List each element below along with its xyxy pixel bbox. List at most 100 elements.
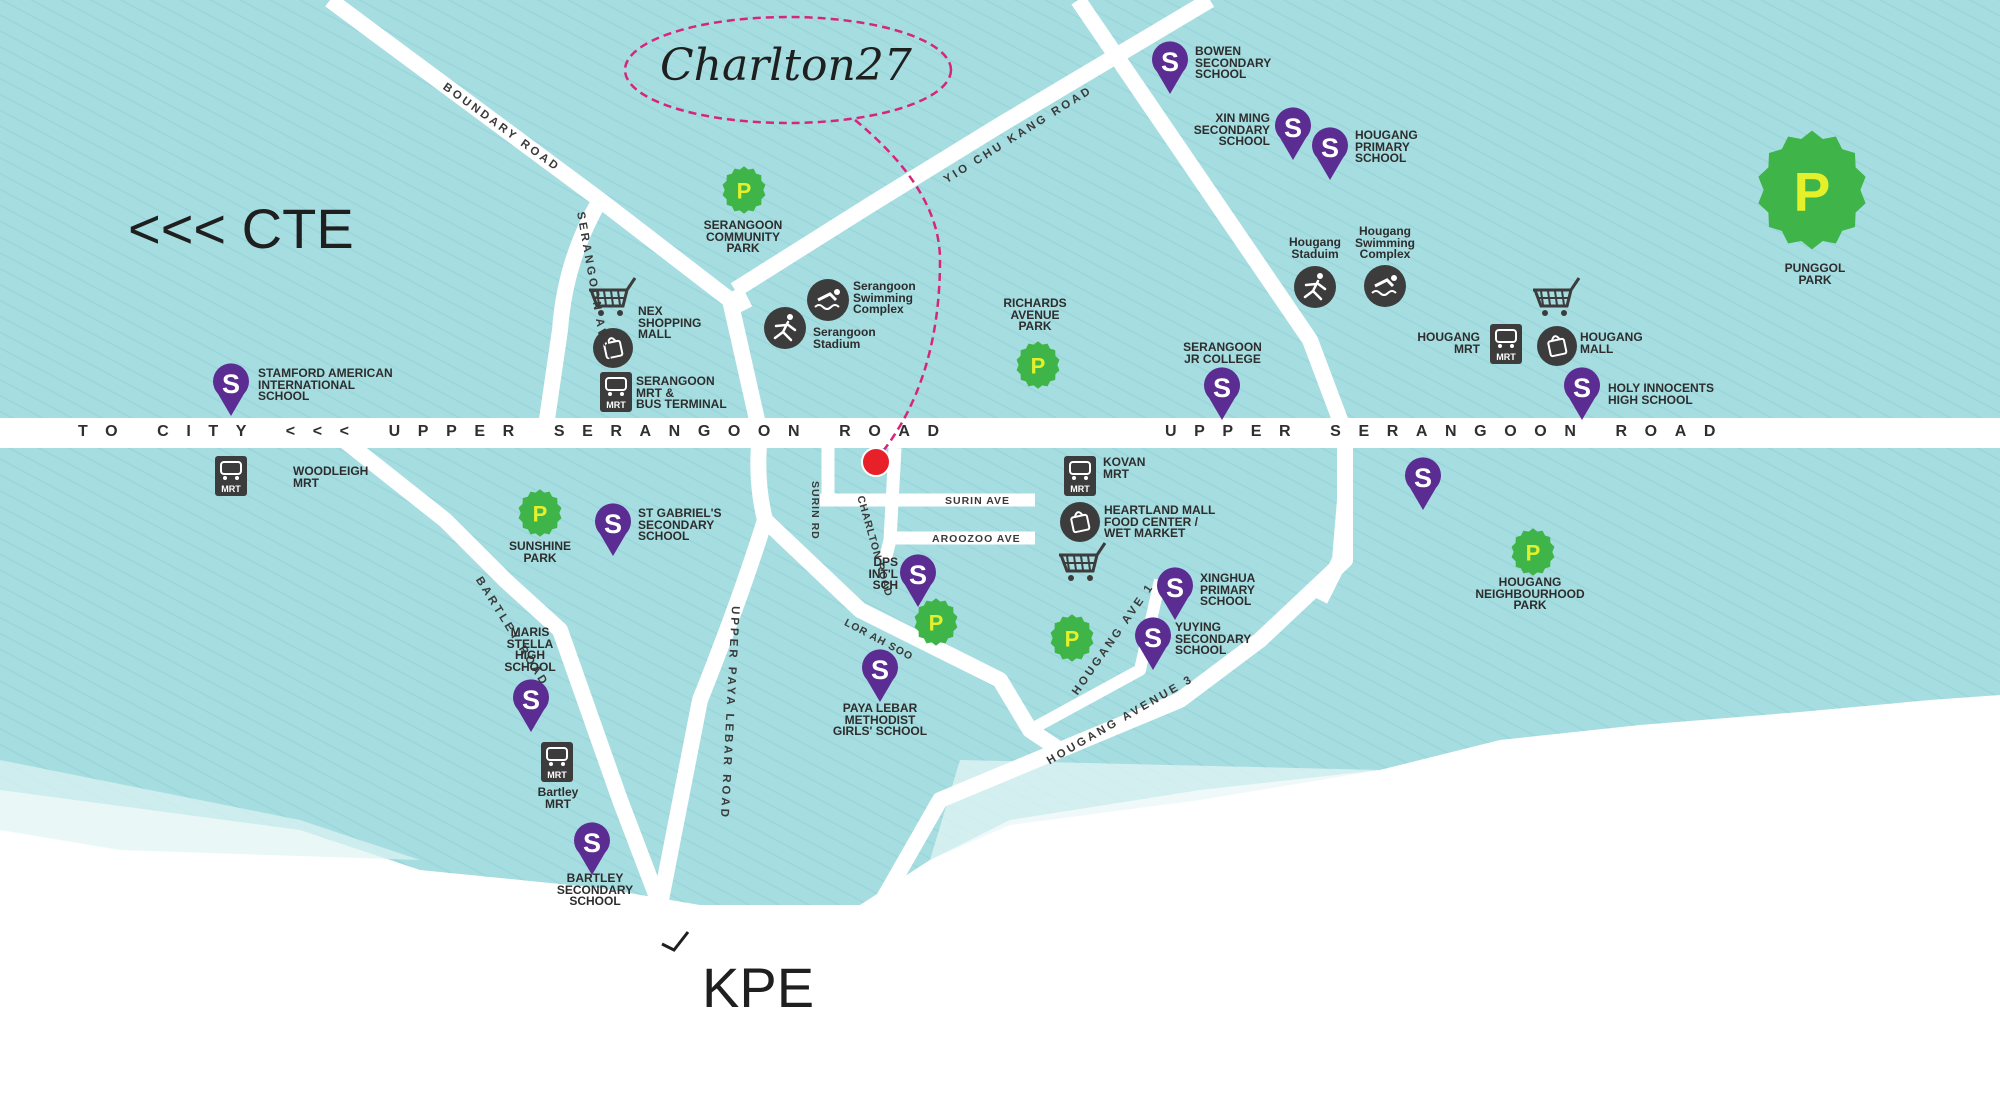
svg-text:S: S — [522, 685, 540, 715]
school-label-holy-innocents: HOLY INNOCENTS HIGH SCHOOL — [1608, 381, 1715, 407]
road-hougang-ave3 — [873, 500, 1353, 909]
school-pin-icon: S — [574, 822, 610, 875]
map-texture — [0, 0, 2000, 905]
school-pin-icon: S — [1204, 367, 1241, 420]
svg-text:S: S — [1213, 373, 1231, 403]
park-leaf-icon: P — [1758, 130, 1866, 250]
road-label-hougang-ave3: HOUGANG AVENUE 3 — [1045, 673, 1197, 768]
road-lor-ah-soo — [759, 514, 1065, 757]
shop-label-hougang-mall: HOUGANG MALL — [1580, 330, 1643, 356]
svg-text:P: P — [1794, 161, 1831, 223]
sport-label-hougang-swimming: Hougang Swimming Complex — [1354, 224, 1415, 261]
school-label-pl-methodist: PAYA LEBAR METHODIST GIRLS' SCHOOL — [832, 701, 928, 738]
road-serangoon-ave2 — [537, 195, 607, 435]
road-label-main-left: TO CITY <<< UPPER SERANGOON ROAD — [78, 423, 957, 440]
school-pin-icon: S — [512, 679, 549, 732]
road-charlton — [878, 447, 902, 562]
road-label-upper-paya-lebar: UPPER PAYA LEBAR ROAD — [717, 605, 741, 821]
park-leaf-icon: P — [1016, 341, 1060, 389]
road-label-main-right: UPPER SERANGOON ROAD — [1165, 423, 1734, 440]
mrt-label-kovan: KOVAN MRT — [1103, 455, 1146, 481]
park-leaf-icon: P — [914, 598, 958, 646]
svg-text:S: S — [222, 369, 240, 399]
park-label-serangoon-community: SERANGOON COMMUNITY PARK — [703, 218, 783, 255]
shopping-bag-icon — [1060, 502, 1100, 542]
svg-text:P: P — [1031, 353, 1046, 378]
swimming-icon — [807, 279, 849, 321]
school-pin-icon: S — [861, 649, 899, 702]
road-network — [0, 0, 2000, 905]
park-label-hougang-neighbourhood: HOUGANG NEIGHBOURHOOD PARK — [1475, 575, 1585, 612]
road-boundary — [325, 0, 768, 435]
road-upper-paya-lebar — [652, 432, 773, 907]
school-pin-icon: S — [213, 363, 249, 416]
sport-label-hougang-stadium: Hougang Staduim — [1289, 235, 1341, 261]
school-pin-icon: S — [899, 554, 937, 607]
shopping-bag-icon — [1537, 326, 1577, 366]
mrt-train-icon: MRT — [1064, 456, 1096, 496]
site-leader-line — [854, 119, 942, 456]
svg-text:S: S — [1161, 47, 1179, 77]
highway-cte-label: <<< CTE — [128, 197, 354, 260]
mrt-label-bartley: Bartley MRT — [537, 785, 579, 811]
shopping-cart-icon — [589, 277, 637, 316]
running-icon — [1294, 266, 1336, 308]
brand-logo: Charlton27 — [660, 40, 912, 91]
sport-label-serangoon-stadium: Serangoon Stadium — [813, 325, 876, 351]
school-pin-icon: S — [1311, 127, 1348, 180]
highway-kpe-label: KPE — [702, 956, 815, 1019]
school-label-xin-ming: XIN MING SECONDARY SCHOOL — [1193, 111, 1270, 148]
road-yio-chu-kang — [730, 0, 1215, 297]
logo-ellipse — [623, 15, 953, 125]
svg-text:P: P — [533, 501, 548, 526]
mrt-train-icon: MRT — [215, 456, 247, 496]
mrt-label-woodleigh: WOODLEIGH MRT — [293, 464, 369, 490]
road-bartley — [330, 426, 668, 908]
school-label-bowen: BOWEN SECONDARY SCHOOL — [1195, 44, 1272, 81]
park-label-richards-avenue: RICHARDS AVENUE PARK — [1003, 296, 1067, 333]
park-label-sunshine: SUNSHINE PARK — [508, 539, 571, 565]
svg-text:S: S — [1321, 133, 1339, 163]
mrt-train-icon: MRT — [600, 372, 632, 412]
school-label-stamford: STAMFORD AMERICAN INTERNATIONAL SCHOOL — [258, 366, 393, 403]
park-leaf-icon: P — [722, 166, 766, 214]
svg-text:MRT: MRT — [1496, 352, 1516, 362]
svg-text:S: S — [1414, 463, 1432, 493]
svg-text:MRT: MRT — [606, 400, 626, 410]
school-pin-icon: S — [595, 503, 631, 556]
road-label-yio-chu-kang: YIO CHU KANG ROAD — [941, 84, 1095, 187]
sport-label-serangoon-swimming: Serangoon Swimming Complex — [853, 279, 916, 316]
road-label-lor-ah-soo: LOR AH SOO — [842, 616, 916, 664]
shopping-cart-icon — [1059, 542, 1107, 581]
mrt-train-icon: MRT — [541, 742, 573, 782]
land-patch — [930, 760, 1380, 860]
road-label-surin-rd: SURIN RD — [809, 481, 821, 540]
school-label-dps: DPS INT'L SCH — [868, 555, 898, 592]
swimming-icon — [1364, 265, 1406, 307]
road-label-aroozoo-ave: AROOZOO AVE — [932, 533, 1021, 545]
road-label-serangoon-ave2: SERANGOON AVE 2 — [574, 210, 613, 367]
shopping-bag-icon — [593, 328, 633, 368]
svg-text:P: P — [737, 178, 752, 203]
svg-text:MRT: MRT — [547, 770, 567, 780]
school-label-hougang-primary: HOUGANG PRIMARY SCHOOL — [1355, 128, 1418, 165]
shopping-cart-icon — [1533, 277, 1581, 316]
svg-text:S: S — [1573, 373, 1591, 403]
site-marker — [861, 447, 891, 477]
mrt-label-hougang: HOUGANG MRT — [1417, 330, 1480, 356]
svg-text:P: P — [929, 610, 944, 635]
school-pin-icon: S — [1135, 617, 1171, 670]
school-label-maris-stella: MARIS STELLA HIGH SCHOOL — [504, 625, 556, 674]
school-pin-icon: S — [1564, 367, 1601, 420]
svg-text:S: S — [1284, 113, 1302, 143]
shop-label-heartland: HEARTLAND MALL FOOD CENTER / WET MARKET — [1104, 503, 1216, 540]
park-leaf-icon: P — [1050, 614, 1094, 662]
svg-text:S: S — [604, 509, 622, 539]
school-label-bartley-sec: BARTLEY SECONDARY SCHOOL — [556, 871, 634, 908]
shop-label-nex: NEX SHOPPING MALL — [638, 304, 702, 341]
road-label-surin-ave: SURIN AVE — [945, 495, 1011, 507]
school-label-serangoon-jc: SERANGOON JR COLLEGE — [1183, 340, 1262, 366]
land-patch — [0, 760, 420, 860]
